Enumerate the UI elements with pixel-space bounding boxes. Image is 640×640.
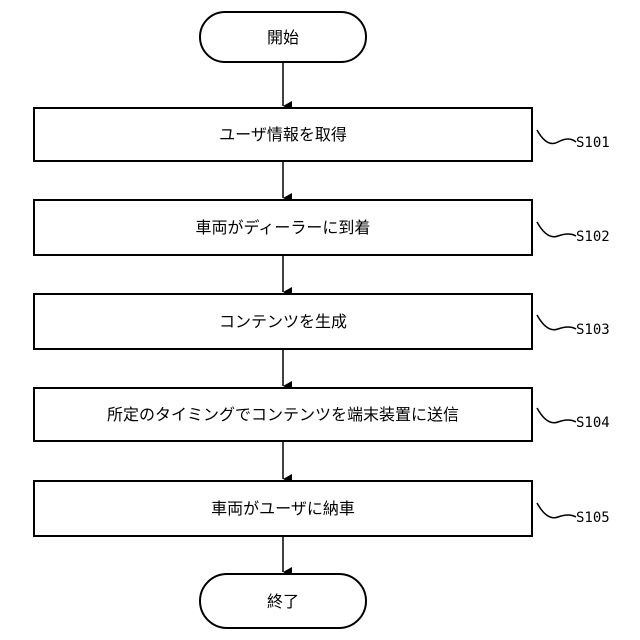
step-label-s103: S103 <box>576 322 610 338</box>
process-text-s105: 車両がユーザに納車 <box>211 499 355 518</box>
step-label-s101: S101 <box>576 135 610 151</box>
end-label: 終了 <box>267 592 299 611</box>
step-label-s102: S102 <box>576 229 610 245</box>
process-text-s103: コンテンツを生成 <box>219 312 347 331</box>
label-leader-s102 <box>537 222 576 237</box>
label-leader-s103 <box>537 315 576 330</box>
process-text-s101: ユーザ情報を取得 <box>219 125 347 144</box>
step-label-s105: S105 <box>576 510 610 526</box>
label-leader-s104 <box>537 408 576 423</box>
process-text-s102: 車両がディーラーに到着 <box>196 218 371 237</box>
process-text-s104: 所定のタイミングでコンテンツを端末装置に送信 <box>107 405 459 424</box>
label-leader-s101 <box>537 130 576 144</box>
start-label: 開始 <box>267 28 299 47</box>
label-leader-s105 <box>537 503 576 518</box>
step-label-s104: S104 <box>576 415 610 431</box>
